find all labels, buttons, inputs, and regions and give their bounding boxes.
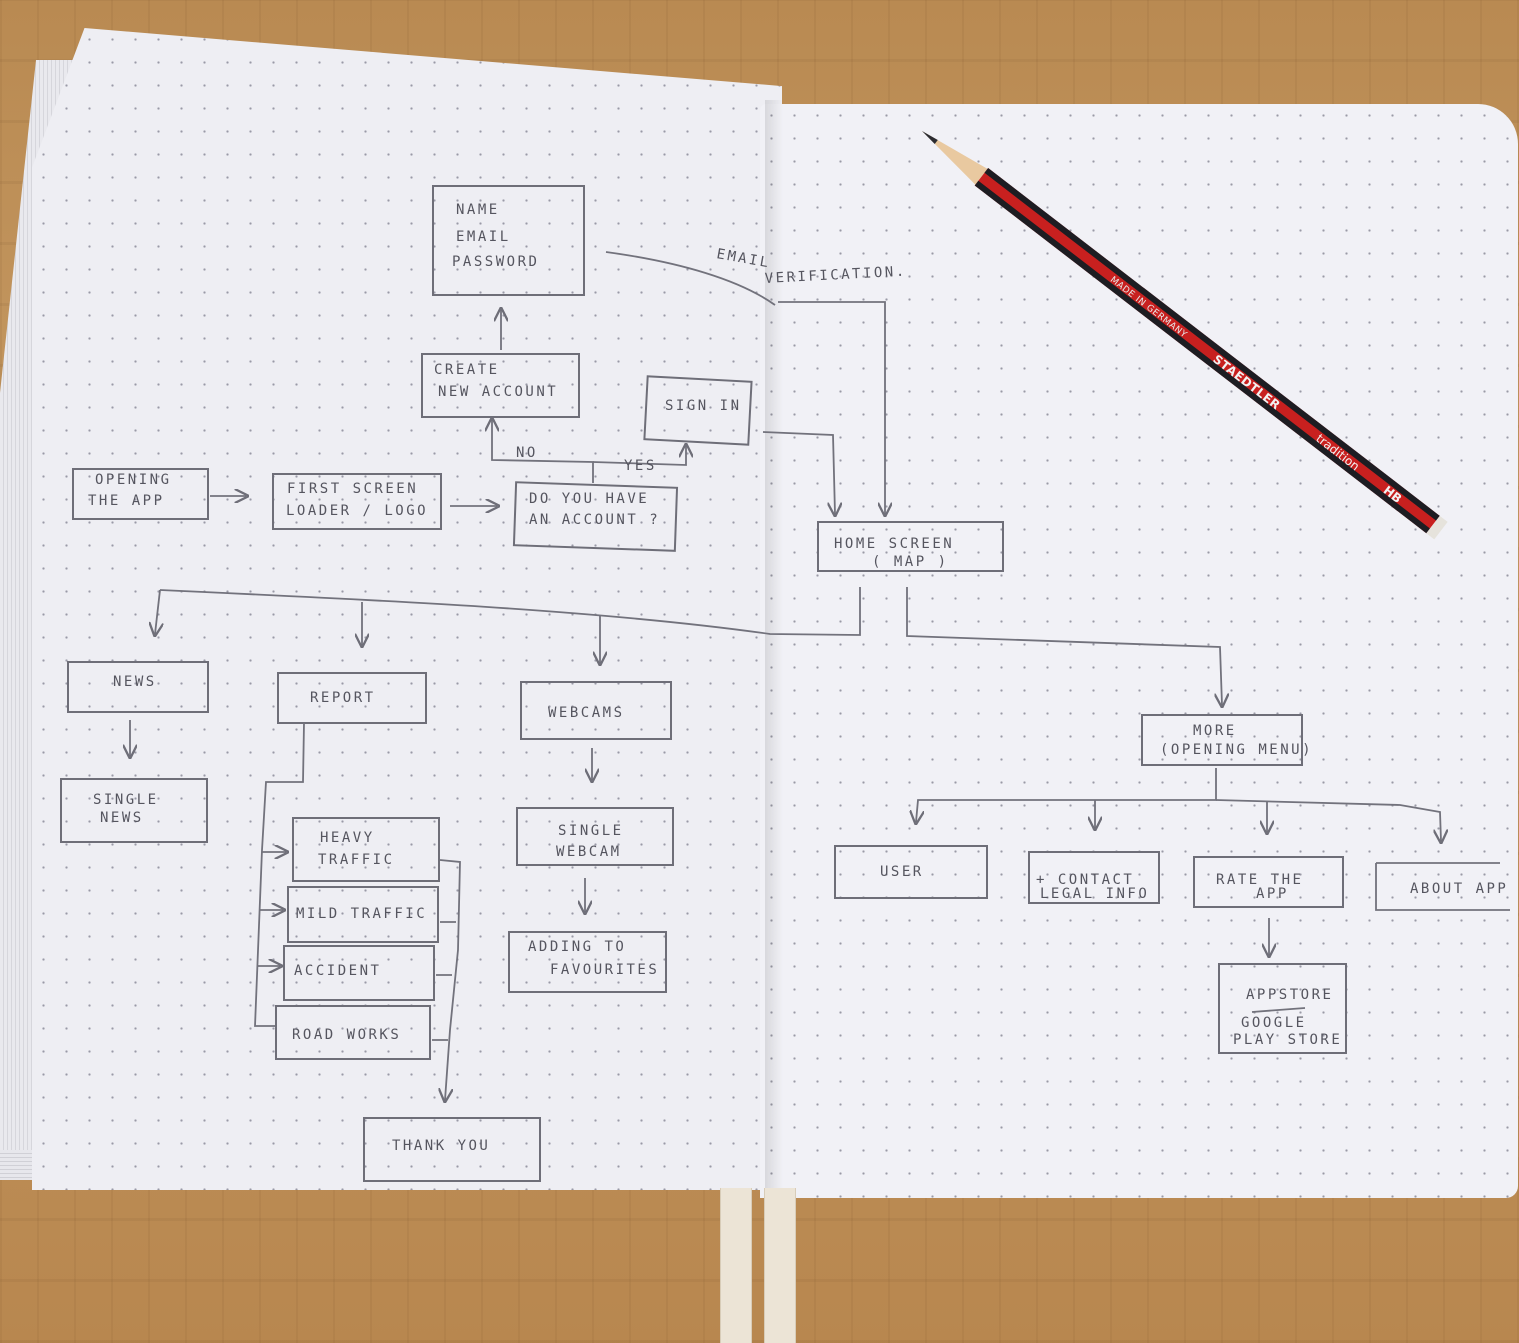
adding-favourites-box xyxy=(508,931,667,993)
news-box xyxy=(67,661,209,713)
contact-label-1: + CONTACT xyxy=(1036,872,1134,888)
verification-to-home-arrow xyxy=(778,301,885,514)
home-left-bus xyxy=(159,587,861,636)
home-screen-box xyxy=(817,521,1004,572)
first-screen-label-1: FIRST SCREEN xyxy=(287,481,418,497)
about-app-label: ABOUT APP xyxy=(1410,881,1508,897)
rate-app-box xyxy=(1193,856,1344,908)
more-to-user-arrow xyxy=(916,768,1217,822)
bookmark-ribbon xyxy=(764,1188,796,1343)
heavy-traffic-label-1: HEAVY xyxy=(320,830,375,846)
account-question-label-2: AN ACCOUNT ? xyxy=(529,512,660,528)
stores-divider xyxy=(1251,1007,1306,1013)
user-box xyxy=(834,845,988,899)
single-news-label-1: SINGLE xyxy=(93,792,159,808)
contact-box xyxy=(1028,851,1160,904)
report-label: REPORT xyxy=(310,690,376,706)
yes-label: YES xyxy=(624,458,657,474)
pencil-origin-text: MADE IN GERMANY xyxy=(1108,275,1189,340)
verification-label: VERIFICATION. xyxy=(764,264,907,287)
field-name-label: NAME xyxy=(456,202,500,218)
report-merge-ticks xyxy=(432,921,456,1041)
account-question-label-1: DO YOU HAVE xyxy=(529,491,649,507)
single-news-box xyxy=(60,778,208,843)
sign-in-to-home-arrow xyxy=(762,431,835,514)
bus-to-news-arrow xyxy=(155,589,160,634)
pencil-end-cap xyxy=(1426,515,1448,540)
account-question-box xyxy=(512,481,679,552)
thank-you-label: THANK YOU xyxy=(392,1138,490,1154)
heavy-traffic-box xyxy=(292,817,440,882)
report-to-thankyou-arrow xyxy=(440,859,461,1100)
more-box xyxy=(1141,714,1303,766)
road-works-label: ROAD WORKS xyxy=(292,1027,401,1043)
single-webcam-label-2: WEBCAM xyxy=(556,844,622,860)
heavy-traffic-label-2: TRAFFIC xyxy=(318,852,395,868)
opening-app-label-2: THE APP xyxy=(88,493,165,509)
pencil-body xyxy=(974,168,1440,534)
bookmark-ribbon xyxy=(720,1188,752,1343)
sign-in-label: SIGN IN xyxy=(665,398,742,414)
rate-app-label-2: APP xyxy=(1256,886,1289,902)
about-app-box xyxy=(1375,862,1510,911)
news-label: NEWS xyxy=(113,674,157,690)
single-webcam-label-1: SINGLE xyxy=(558,823,624,839)
create-account-label-1: CREATE xyxy=(434,362,500,378)
road-works-box xyxy=(275,1005,431,1060)
home-to-more-arrow xyxy=(906,587,1222,705)
opening-app-box xyxy=(72,468,209,520)
rate-app-label-1: RATE THE xyxy=(1216,872,1303,888)
webcams-box xyxy=(520,681,672,740)
favourites-label-2: FAVOURITES xyxy=(550,962,659,978)
home-screen-label-2: ( MAP ) xyxy=(872,554,949,570)
stores-box xyxy=(1218,963,1347,1054)
email-verification-curve xyxy=(605,251,776,306)
opening-app-label-1: OPENING xyxy=(95,472,172,488)
more-label-1: MORE xyxy=(1193,723,1237,739)
accident-box xyxy=(283,945,435,1001)
yes-branch-arrow xyxy=(592,446,686,466)
notebook-gutter xyxy=(765,100,795,1195)
pencil-brand-text: STAEDTLER xyxy=(1210,352,1283,413)
no-label: NO xyxy=(516,445,538,461)
pencil-wood-tip xyxy=(922,131,988,185)
create-account-label-2: NEW ACCOUNT xyxy=(438,384,558,400)
report-branch-line xyxy=(254,722,305,1027)
more-to-about-arrow xyxy=(1215,799,1441,841)
more-label-2: (OPENING MENU) xyxy=(1160,742,1313,758)
appstore-label: APPSTORE xyxy=(1246,987,1333,1003)
user-label: USER xyxy=(880,864,924,880)
sign-in-box xyxy=(643,375,753,446)
play-store-label: PLAY STORE xyxy=(1233,1032,1342,1048)
field-email-label: EMAIL xyxy=(456,229,511,245)
contact-label-2: LEGAL INFO xyxy=(1040,886,1149,902)
create-account-box xyxy=(421,353,580,418)
favourites-label-1: ADDING TO xyxy=(528,939,626,955)
mild-traffic-box xyxy=(287,886,439,943)
mild-traffic-label: MILD TRAFFIC xyxy=(296,906,427,922)
report-box xyxy=(277,672,427,724)
single-news-label-2: NEWS xyxy=(100,810,144,826)
home-screen-label-1: HOME SCREEN xyxy=(834,536,954,552)
first-screen-label-2: LOADER / LOGO xyxy=(286,503,428,519)
signup-fields-box xyxy=(432,185,585,296)
thank-you-box xyxy=(363,1117,541,1182)
accident-label: ACCIDENT xyxy=(294,963,381,979)
first-screen-box xyxy=(272,473,442,530)
single-webcam-box xyxy=(516,807,674,866)
pencil-lead xyxy=(922,131,938,144)
google-label: GOOGLE xyxy=(1241,1015,1307,1031)
no-branch-arrow xyxy=(492,420,594,483)
field-password-label: PASSWORD xyxy=(452,254,539,270)
webcams-label: WEBCAMS xyxy=(548,705,625,721)
